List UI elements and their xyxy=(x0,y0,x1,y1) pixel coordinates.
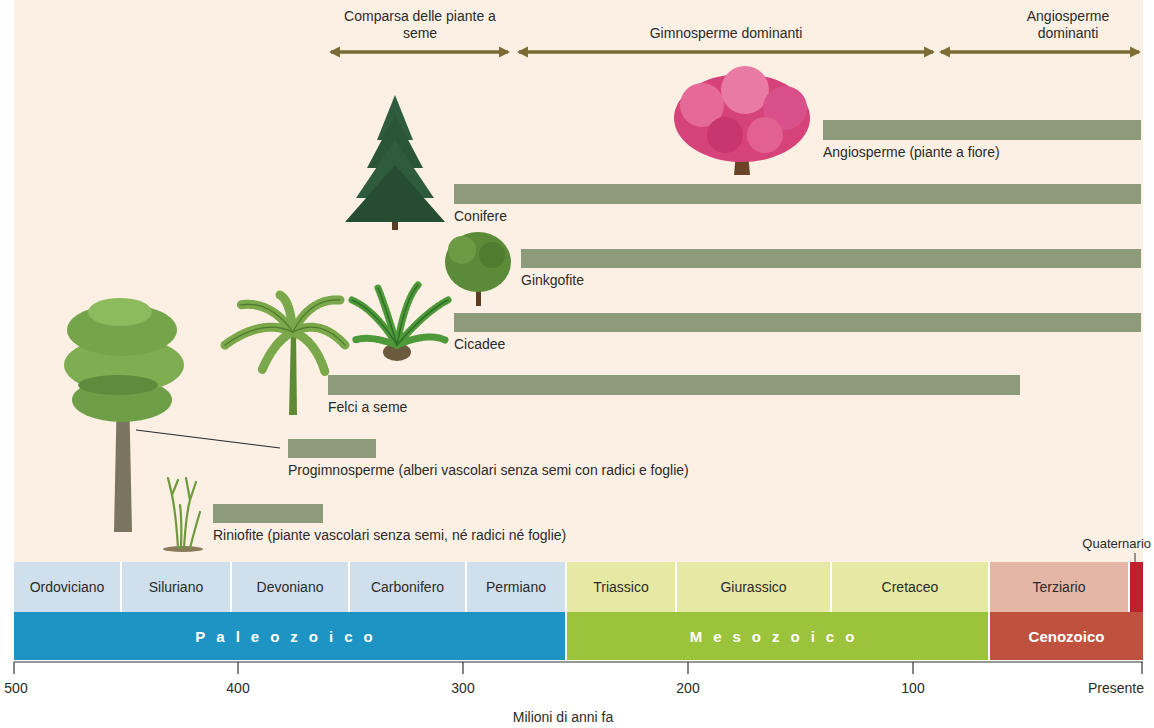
axis-title: Milioni di anni fa xyxy=(513,709,613,726)
bar-fill xyxy=(521,249,1141,268)
range-arrows xyxy=(331,50,1139,54)
period-band: Quaternario xyxy=(1130,562,1143,612)
range-label: Angiosperme dominanti xyxy=(1006,8,1131,42)
axis-tick-label: 200 xyxy=(676,680,699,697)
era-band: Mesozoico xyxy=(567,612,988,660)
axis-tick-label: Presente xyxy=(1088,680,1144,697)
bar-fill xyxy=(823,120,1141,140)
period-label: Permiano xyxy=(486,579,546,596)
range-bar: Conifere xyxy=(454,184,1141,228)
period-band: Giurassico xyxy=(677,562,830,612)
axis-tick-label: 500 xyxy=(4,680,27,697)
conifer-illustration xyxy=(345,95,445,230)
bar-label: Cicadee xyxy=(454,336,505,353)
bar-fill xyxy=(454,184,1141,204)
axis-tick-label: 400 xyxy=(226,680,249,697)
bar-label: Riniofite (piante vascolari senza semi, … xyxy=(213,527,566,544)
bar-label: Conifere xyxy=(454,208,507,225)
period-label: Giurassico xyxy=(720,579,786,596)
bar-label: Ginkgofite xyxy=(521,272,584,289)
era-band: Paleozoico xyxy=(14,612,565,660)
ginkgo-illustration xyxy=(445,232,511,306)
period-label: Triassico xyxy=(593,579,649,596)
time-axis xyxy=(14,662,1143,674)
bar-fill xyxy=(213,504,323,523)
range-bar: Cicadee xyxy=(454,313,1141,356)
rhyniophyte-illustration xyxy=(163,478,203,552)
period-label: Siluriano xyxy=(149,579,203,596)
leader-line xyxy=(136,430,280,448)
period-band: Cretaceo xyxy=(832,562,988,612)
bar-fill xyxy=(454,313,1141,332)
period-band: Devoniano xyxy=(232,562,348,612)
range-label: Comparsa delle piante a seme xyxy=(338,8,503,42)
bar-fill xyxy=(288,439,376,458)
period-band: Terziario xyxy=(990,562,1128,612)
period-label: Cretaceo xyxy=(882,579,939,596)
range-bar: Riniofite (piante vascolari senza semi, … xyxy=(213,504,323,547)
era-label: Mesozoico xyxy=(690,628,866,645)
bar-fill xyxy=(328,375,1020,395)
angiosperm-illustration xyxy=(674,66,810,175)
progymnosperm-illustration xyxy=(64,298,184,532)
period-band: Carbonifero xyxy=(350,562,465,612)
era-label: Cenozoico xyxy=(1029,628,1105,645)
period-label: Carbonifero xyxy=(371,579,444,596)
cycad-illustration xyxy=(352,285,448,361)
axis-tick-label: 300 xyxy=(451,680,474,697)
range-bar: Ginkgofite xyxy=(521,249,1141,292)
period-label: Quaternario xyxy=(1082,535,1151,552)
era-label: Paleozoico xyxy=(195,628,383,645)
period-band: Ordoviciano xyxy=(14,562,120,612)
period-band: Siluriano xyxy=(122,562,230,612)
period-band: Triassico xyxy=(567,562,675,612)
era-band: Cenozoico xyxy=(990,612,1143,660)
period-label: Terziario xyxy=(1033,579,1086,596)
period-label: Devoniano xyxy=(257,579,324,596)
axis-tick-label: 100 xyxy=(901,680,924,697)
range-bar: Progimnosperme (alberi vascolari senza s… xyxy=(288,439,376,482)
range-bar: Angiosperme (piante a fiore) xyxy=(823,120,1141,164)
seed-fern-illustration xyxy=(225,295,345,415)
range-label: Gimnosperme dominanti xyxy=(596,25,856,42)
bar-label: Angiosperme (piante a fiore) xyxy=(823,144,1000,161)
bar-label: Progimnosperme (alberi vascolari senza s… xyxy=(288,462,689,479)
background xyxy=(14,0,1143,562)
period-band: Permiano xyxy=(467,562,565,612)
bar-label: Felci a seme xyxy=(328,399,407,416)
range-bar: Felci a seme xyxy=(328,375,1020,419)
period-label: Ordoviciano xyxy=(30,579,105,596)
